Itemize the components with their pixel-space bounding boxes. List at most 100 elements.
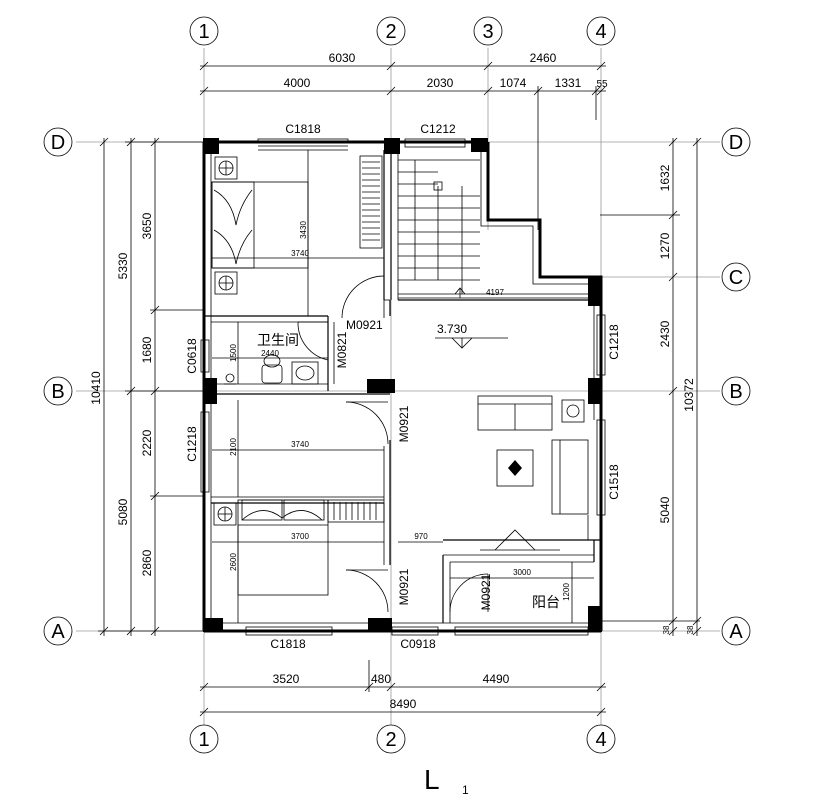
door-label-m0921-b: M0921 (397, 405, 411, 442)
svg-text:1680: 1680 (140, 336, 154, 363)
svg-text:B: B (729, 381, 742, 403)
svg-text:38: 38 (686, 625, 695, 634)
svg-text:1: 1 (198, 729, 209, 751)
svg-text:8490: 8490 (390, 697, 417, 711)
dim-1500: 1500 (229, 344, 238, 362)
svg-text:2460: 2460 (530, 51, 557, 65)
grid-bubble-4-top: 4 (586, 16, 616, 46)
left-dimensions: 10410 5330 5080 3650 1680 2220 2860 (89, 137, 204, 636)
door-label-m0821: M0821 (335, 331, 349, 368)
svg-text:10410: 10410 (89, 371, 103, 405)
dim-1200: 1200 (562, 583, 571, 601)
nightstand-lamp-top (214, 156, 238, 180)
svg-text:D: D (729, 132, 743, 154)
svg-text:4: 4 (595, 729, 606, 751)
svg-text:3650: 3650 (140, 212, 154, 239)
armchair (551, 439, 589, 515)
window-label-c1218-right: C1218 (607, 324, 621, 360)
door-label-m0921-d: M0921 (479, 573, 493, 610)
grid-bubble-d-left: D (43, 127, 73, 157)
dim-3740-mid: 3740 (291, 440, 309, 449)
tv-console (480, 529, 560, 551)
door-label-m0921-c: M0921 (397, 568, 411, 605)
window-label-c1218-left: C1218 (185, 426, 199, 462)
interior-walls (204, 150, 601, 623)
grid-bubble-1-top: 1 (189, 16, 219, 46)
dim-2100: 2100 (229, 438, 238, 456)
staircase (398, 159, 480, 298)
svg-text:55: 55 (596, 79, 608, 90)
shower-fixture (224, 373, 236, 385)
exterior-walls (202, 140, 603, 633)
svg-text:L: L (424, 764, 440, 795)
window-label-c1818-top: C1818 (285, 122, 321, 136)
window-label-c1212: C1212 (420, 122, 456, 136)
window-label-c1518: C1518 (607, 464, 621, 500)
window-label-c0918: C0918 (400, 637, 436, 651)
grid-bubble-4-bottom: 4 (586, 724, 616, 754)
svg-text:38: 38 (662, 625, 671, 634)
top-dimensions: 6030 2460 4000 2030 1074 1331 55 (199, 51, 608, 230)
svg-text:1331: 1331 (555, 76, 582, 90)
svg-text:C: C (729, 267, 743, 289)
window-label-c0618: C0618 (185, 338, 199, 374)
dim-4197: 4197 (486, 288, 504, 297)
grid-bubble-b-left: B (43, 376, 73, 406)
wardrobe-1 (359, 155, 383, 249)
svg-text:1: 1 (462, 783, 469, 797)
svg-text:A: A (51, 621, 65, 643)
inner-dimension-lines (212, 150, 594, 623)
grid-bubble-a-right: A (721, 616, 751, 646)
svg-text:2: 2 (385, 21, 396, 43)
svg-text:5330: 5330 (116, 252, 130, 279)
grid-bubble-a-left: A (43, 616, 73, 646)
svg-text:2220: 2220 (140, 429, 154, 456)
door-label-m0921-a: M0921 (346, 318, 383, 332)
grid-bubble-d-right: D (721, 127, 751, 157)
grid-bubble-1-bottom: 1 (189, 724, 219, 754)
side-table (561, 399, 585, 423)
dim-3430: 3430 (299, 221, 308, 239)
svg-text:3: 3 (482, 21, 493, 43)
svg-text:2030: 2030 (427, 76, 454, 90)
room-label-bathroom: 卫生间 (257, 333, 299, 349)
svg-text:B: B (51, 381, 64, 403)
svg-text:10372: 10372 (682, 378, 696, 412)
svg-text:4490: 4490 (483, 672, 510, 686)
dim-2600: 2600 (229, 553, 238, 571)
svg-text:6030: 6030 (329, 51, 356, 65)
windows (200, 138, 606, 636)
dim-970: 970 (414, 532, 428, 541)
svg-text:4000: 4000 (284, 76, 311, 90)
coffee-table (496, 449, 534, 487)
grid-bubble-3-top: 3 (473, 16, 503, 46)
sofa (477, 395, 553, 431)
grid-bubble-b-right: B (721, 376, 751, 406)
wardrobe-2 (327, 499, 385, 523)
svg-text:2430: 2430 (658, 320, 672, 347)
dim-3700: 3700 (291, 532, 309, 541)
svg-text:1: 1 (198, 21, 209, 43)
toilet (261, 354, 283, 384)
svg-text:1632: 1632 (658, 164, 672, 191)
floor-level-label: 3.730 (437, 322, 467, 336)
doors (297, 275, 489, 613)
svg-text:5040: 5040 (658, 496, 672, 523)
svg-text:3520: 3520 (273, 672, 300, 686)
dim-3740-top: 3740 (291, 249, 309, 258)
dim-3000: 3000 (513, 568, 531, 577)
svg-text:2860: 2860 (140, 549, 154, 576)
level-marker: 3.730 (435, 322, 508, 349)
svg-text:5080: 5080 (116, 498, 130, 525)
bottom-dimensions: 3520 480 4490 8490 (199, 660, 606, 717)
svg-text:D: D (51, 132, 65, 154)
nightstand-lamp-bed2 (213, 502, 237, 526)
svg-text:1270: 1270 (658, 232, 672, 259)
right-dimensions: 1632 1270 2430 5040 10372 38 38 (600, 137, 702, 636)
bed-2 (237, 499, 329, 596)
svg-text:2: 2 (385, 729, 396, 751)
washbasin (291, 361, 319, 385)
svg-text:1074: 1074 (500, 76, 527, 90)
svg-text:4: 4 (595, 21, 606, 43)
